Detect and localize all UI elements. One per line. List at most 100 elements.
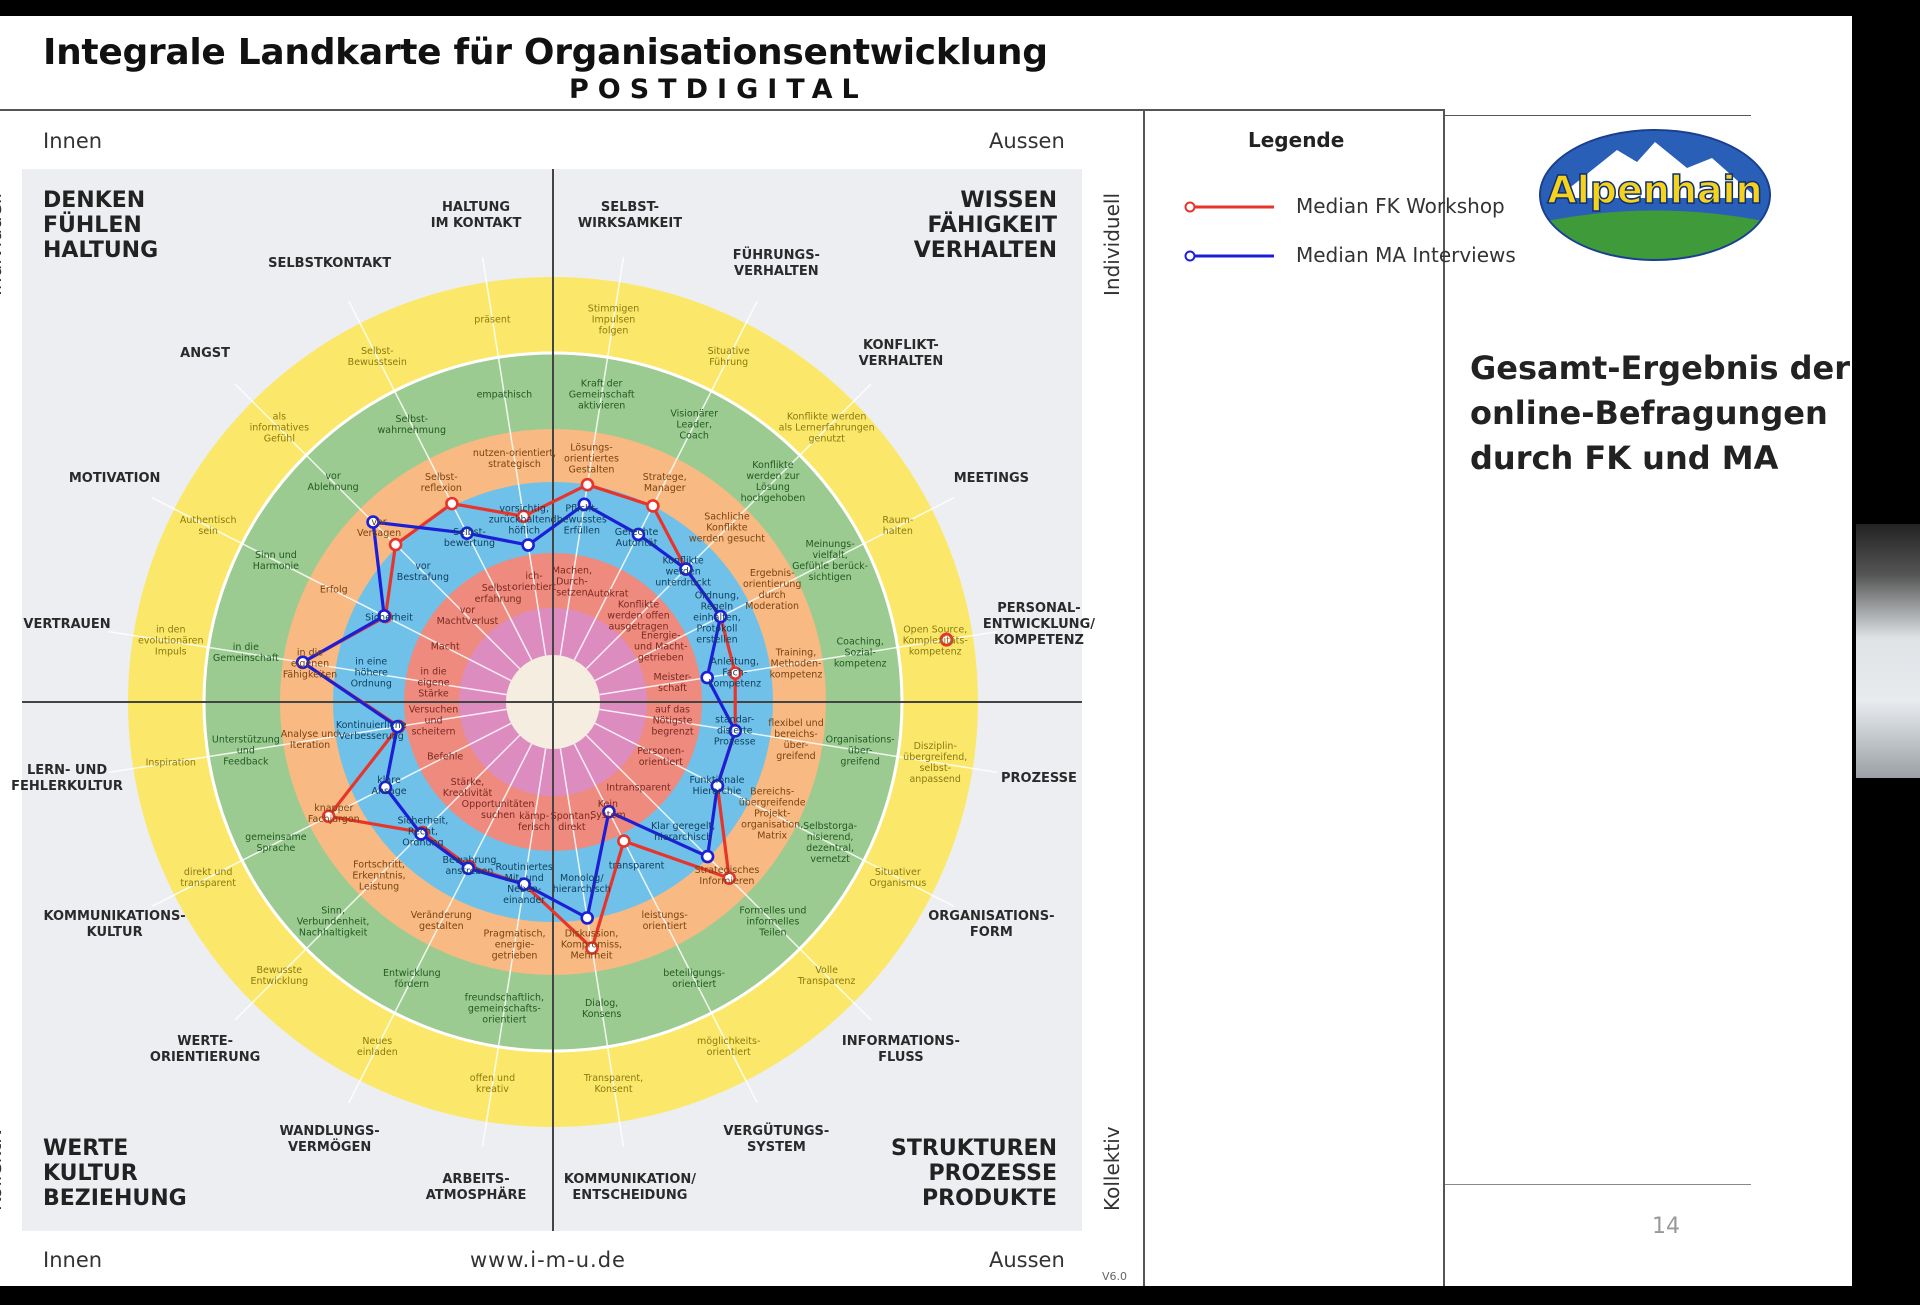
side-label-kollektiv-left: Kollektiv xyxy=(0,1126,6,1211)
ring-item-label: Diskussion, Kompromiss, Mehrheit xyxy=(560,928,623,962)
axis-category-label: PROZESSE xyxy=(1000,770,1077,786)
page-number: 14 xyxy=(1652,1214,1680,1239)
ring-item-label: Authentisch sein xyxy=(179,515,237,538)
ring-item-label: Sachliche Konflikte werden gesucht xyxy=(688,511,765,545)
ring-item-label: ich- orientiert xyxy=(512,571,557,594)
axis-category-label: VERGÜTUNGS- SYSTEM xyxy=(723,1124,830,1156)
corner-label-bottom-left: Innen xyxy=(43,1248,103,1272)
axis-category-label: MEETINGS xyxy=(953,470,1030,486)
ring-item-label: flexibel und bereichs- über- greifend xyxy=(768,718,824,763)
axis-category-label: VERTRAUEN xyxy=(23,617,111,633)
legend-title: Legende xyxy=(1248,128,1345,152)
ring-item-label: Selbst- bewertung xyxy=(443,527,496,550)
data-point-ma xyxy=(366,515,380,529)
data-point-ma xyxy=(700,670,714,685)
ring-item-label: transparent xyxy=(608,860,665,872)
data-point-fk xyxy=(580,477,595,492)
data-point-ma xyxy=(378,780,393,795)
data-point-fk xyxy=(585,941,599,955)
ring-item-label: Formelles und informelles Teilen xyxy=(739,905,807,939)
ring-item-label: vor Ablehnung xyxy=(307,471,359,494)
ring-item-label: Kraft der Gemeinschaft aktivieren xyxy=(568,378,635,412)
ring-item-label: Anleitung, Fach- kompetenz xyxy=(708,656,762,690)
ring-item-label: Erfolg xyxy=(319,584,348,596)
ring-item-label: Pflicht- bewusstes Erfüllen xyxy=(556,503,607,537)
side-label-kollektiv: Kollektiv xyxy=(1100,1126,1124,1211)
axis-category-label: WERTE- ORIENTIERUNG xyxy=(149,1033,261,1065)
axis-category-label: PERSONAL- ENTWICKLUNG/ KOMPETENZ xyxy=(982,601,1095,649)
ring-item-label: Klar geregelt, hierarchisch xyxy=(650,821,716,844)
axis-spoke xyxy=(559,257,625,656)
ring-item-label: Volle Transparenz xyxy=(797,964,856,987)
ring-item-label: Kontinuierliche Verbesserung xyxy=(335,719,407,742)
quadrant-label-top-right: WISSEN FÄHIGKEIT VERHALTEN xyxy=(913,188,1057,263)
axis-category-label: ANGST xyxy=(180,346,231,362)
ring-item-label: als informatives Gefühl xyxy=(249,411,310,445)
ring-item-label: nutzen-orientiert, strategisch xyxy=(472,448,557,471)
axis-spoke xyxy=(573,743,758,1104)
legend-label-fk: Median FK Workshop xyxy=(1296,194,1505,218)
ring-item-label: Gerechte Autorität xyxy=(614,527,659,550)
axis-spoke xyxy=(599,630,998,696)
slide-subtitle: POSTDIGITAL xyxy=(569,74,868,105)
ring-item-label: Ergebnis- orientierung durch Moderation xyxy=(742,568,802,613)
ring-item-label: Transparent, Konsent xyxy=(583,1073,644,1096)
data-point-fk xyxy=(617,834,631,848)
ring-item-label: Konflikte werden als Lernerfahrungen gen… xyxy=(778,411,875,445)
axis-category-label: HALTUNG IM KONTAKT xyxy=(430,200,522,232)
quadrant-label-bottom-right: STRUKTUREN PROZESSE PRODUKTE xyxy=(891,1136,1057,1211)
data-point-ma xyxy=(295,655,310,670)
axis-spoke xyxy=(594,722,955,907)
axis-spoke xyxy=(108,708,507,774)
ring-item-label: Autokrat xyxy=(587,588,629,600)
ring-item-label: Raum- halten xyxy=(882,515,914,538)
data-point-ma xyxy=(521,538,535,552)
data-point-ma xyxy=(414,827,428,841)
ring-item-label: klare Ansage xyxy=(371,774,407,797)
ring-item-label: standar- disierte Prozesse xyxy=(713,714,756,748)
ring-item-label: vor Machtverlust xyxy=(436,605,499,628)
ring-item-label: Machen, Durch- setzen xyxy=(551,565,592,599)
data-point-ma xyxy=(390,719,405,734)
ring-item-label: Neues einladen xyxy=(356,1035,398,1058)
ring-item-label: in den evolutionären Impuls xyxy=(137,624,204,658)
ring-item-label: Strategisches Informieren xyxy=(694,864,760,887)
ring-item-label: Konflikte werden offen ausgetragen xyxy=(607,599,670,633)
data-point-ma xyxy=(710,778,725,793)
ring-item-label: Bewahrung anstreben xyxy=(442,854,497,877)
axis-spoke xyxy=(151,497,512,682)
ring-item-label: gemeinsame Sprache xyxy=(245,832,307,855)
ring-item-label: Meinungs- vielfalt, Gefühle berück- sich… xyxy=(792,538,869,583)
ring-item-label: Funktionale Hierarchie xyxy=(689,774,745,797)
ring-item-label: offen und kreativ xyxy=(469,1073,516,1096)
quadrant-label-bottom-left: WERTE KULTUR BEZIEHUNG xyxy=(43,1136,187,1211)
ring-item-label: Bewusste Entwicklung xyxy=(250,964,309,987)
ring-item-label: Pragmatisch, energie- getrieben xyxy=(483,928,546,962)
data-point-ma xyxy=(461,861,476,876)
ring-item-label: Coaching, Sozial- kompetenz xyxy=(833,636,887,670)
version-label: V6.0 xyxy=(1102,1270,1128,1283)
ring-item-label: Stratege, Manager xyxy=(642,471,687,494)
ring-item-label: Training, Methoden- kompetenz xyxy=(769,647,823,681)
ring-item-label: Bereichs- übergreifende Projekt- organis… xyxy=(738,786,806,842)
legend-label-ma: Median MA Interviews xyxy=(1296,243,1516,267)
axis-spoke xyxy=(234,734,521,1021)
corner-label-top-left: Innen xyxy=(43,129,103,153)
ring-item-label: Visionärer Leader, Coach xyxy=(670,408,718,442)
ring-item-label: Selbstorga- nisierend, dezentral, vernet… xyxy=(803,821,858,866)
axis-category-label: FÜHRUNGS- VERHALTEN xyxy=(732,247,820,279)
data-point-ma xyxy=(460,526,474,540)
ring-item-label: Stärke, Kreativität xyxy=(442,776,493,799)
data-point-fk xyxy=(445,496,459,511)
ring-item-label: präsent xyxy=(474,314,511,326)
axis-spoke xyxy=(585,383,872,670)
axis-spoke xyxy=(348,300,533,661)
presentation-slide: Integrale Landkarte für Organisationsent… xyxy=(0,16,1852,1286)
axis-category-label: KONFLIKT- VERHALTEN xyxy=(858,338,944,370)
ring-item-label: Lösungs- orientiertes Gestalten xyxy=(564,442,619,476)
ring-item-label: Situativer Organismus xyxy=(869,866,927,889)
side-label-individuell: Individuell xyxy=(1100,192,1124,296)
ring-item-label: in die eigenen Fähigkeiten xyxy=(282,647,338,681)
axis-category-label: KOMMUNIKATION/ ENTSCHEIDUNG xyxy=(563,1171,697,1203)
title-divider xyxy=(0,109,1445,111)
